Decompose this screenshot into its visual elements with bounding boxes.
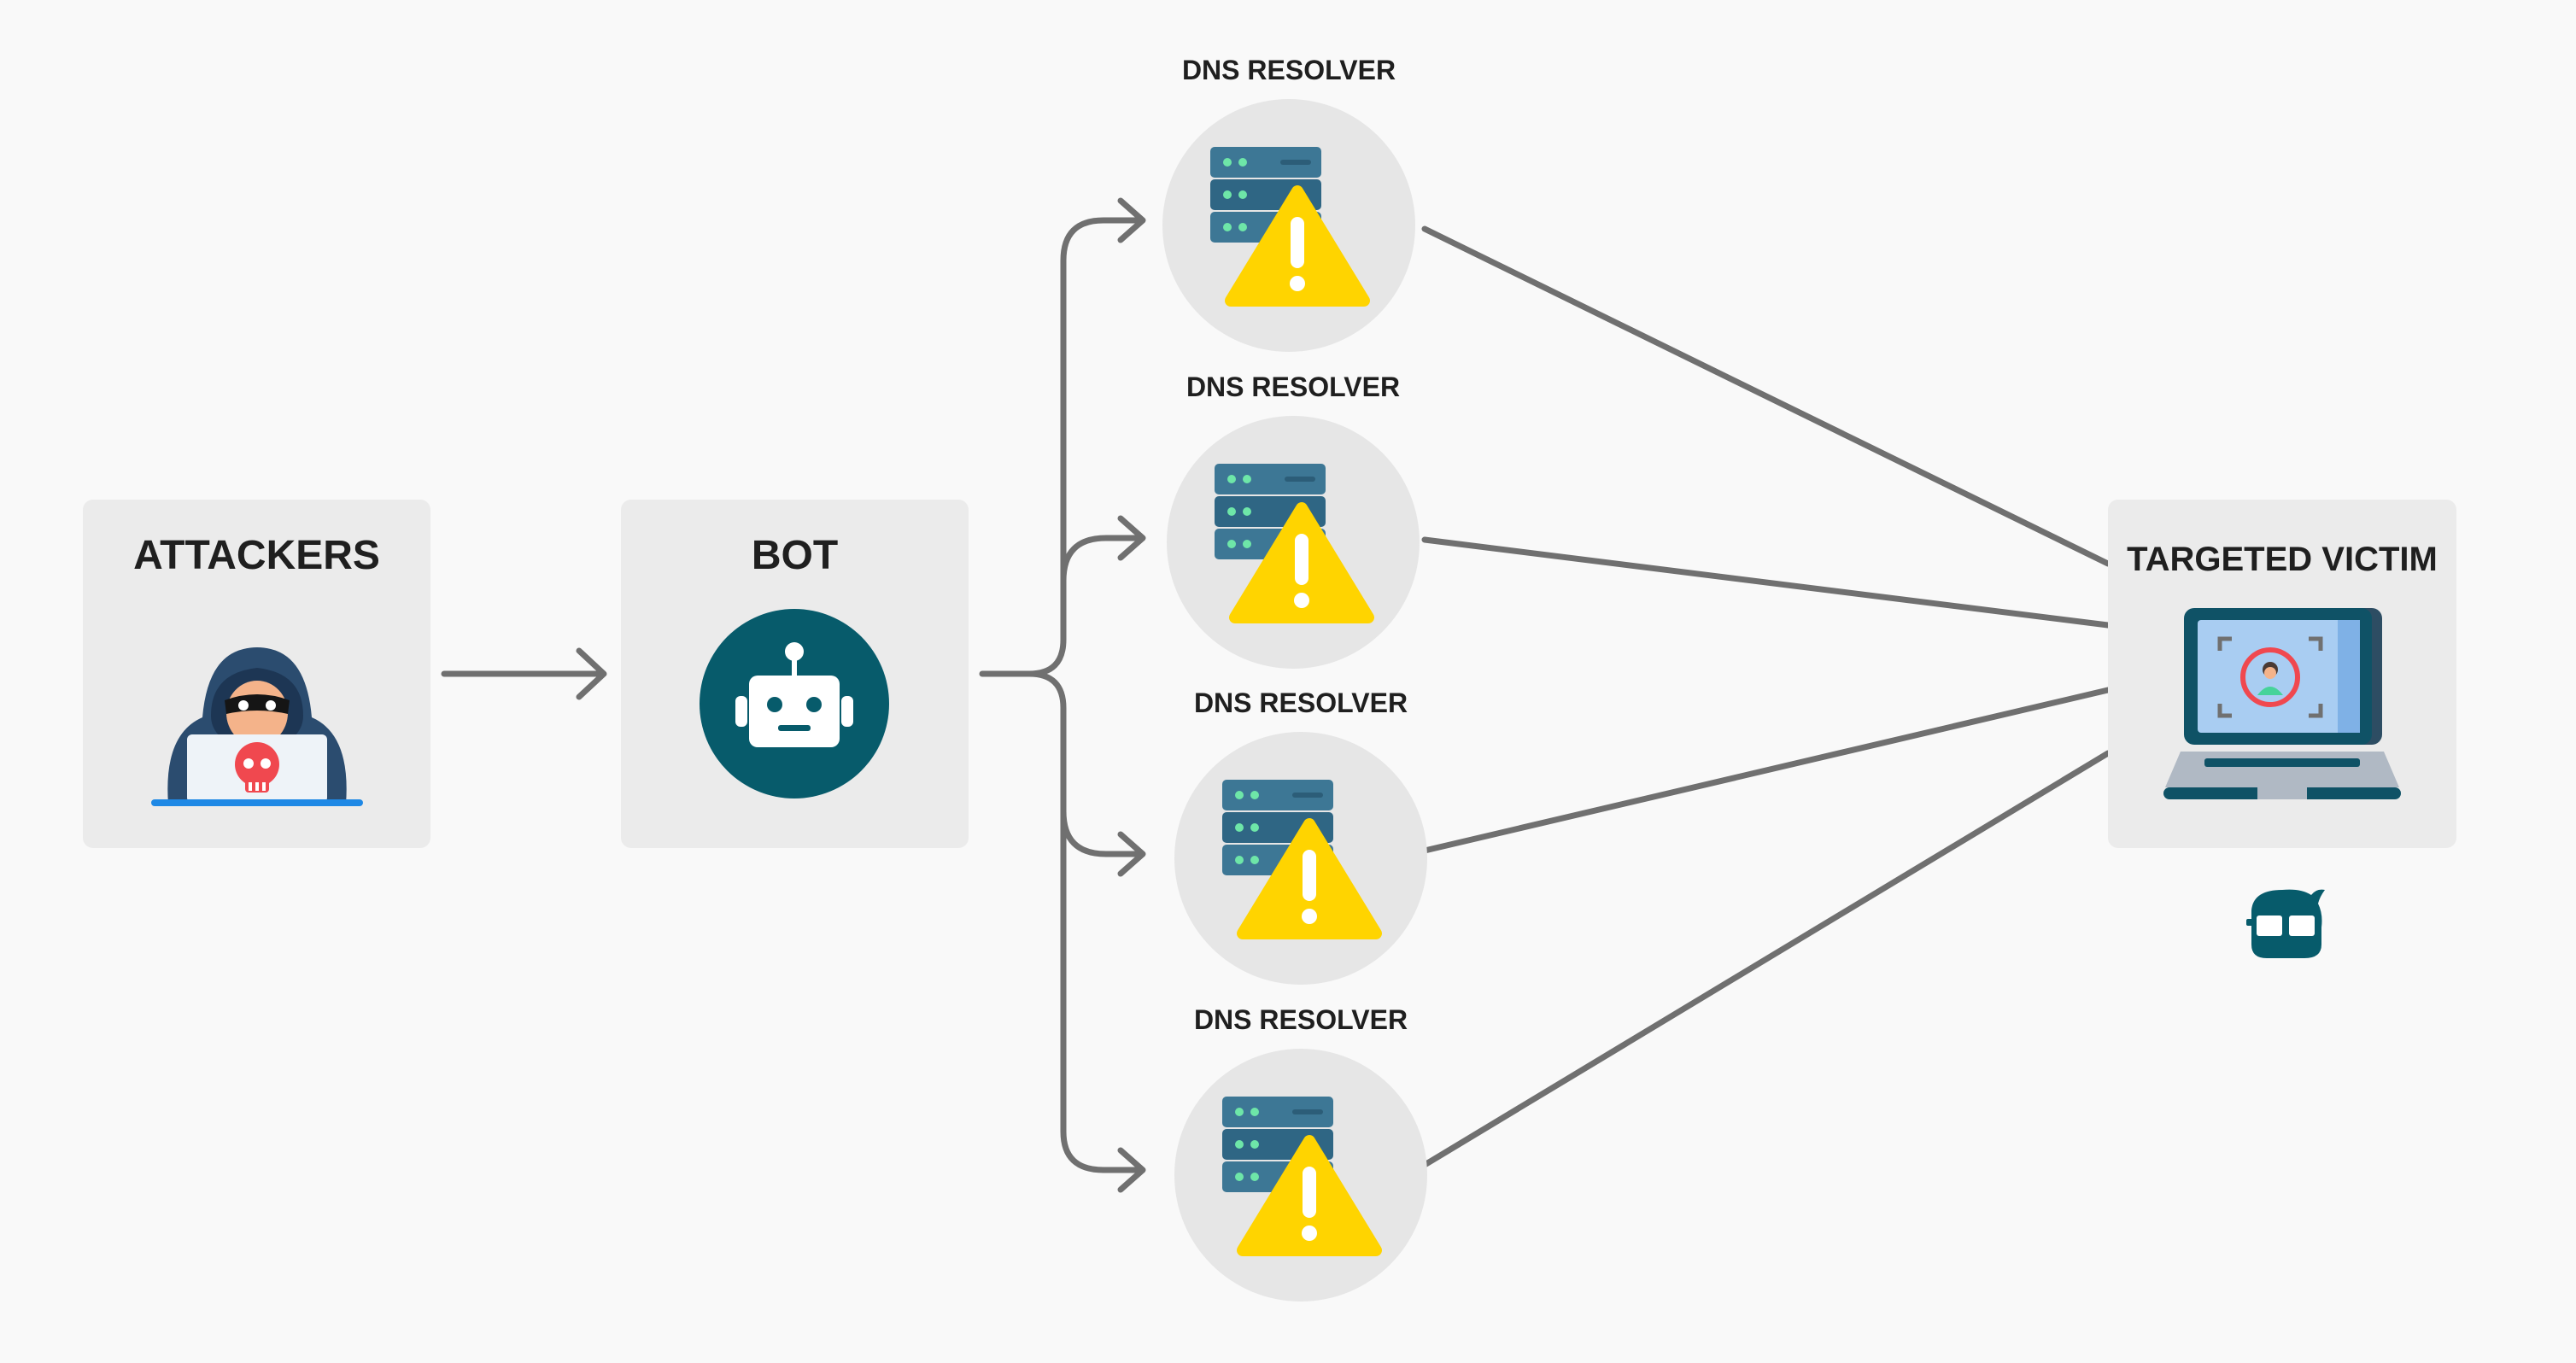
server-warning-icon: [1162, 99, 1415, 352]
dns-resolver-4: DNS RESOLVER: [1168, 1003, 1433, 1303]
line-resolver-1-to-victim: [1421, 225, 2111, 567]
targeted-victim-card: TARGETED VICTIM: [2108, 500, 2456, 848]
arrow-bot-to-resolver-4-head: [1117, 1147, 1146, 1193]
server-warning-icon: [1174, 1049, 1427, 1302]
arrow-bot-trunk: [979, 217, 1144, 677]
attackers-title: ATTACKERS: [133, 533, 380, 578]
dns-resolver-label: DNS RESOLVER: [1193, 687, 1408, 718]
bot-title: BOT: [751, 533, 839, 578]
dns-resolver-2: DNS RESOLVER: [1161, 370, 1426, 670]
line-resolver-3-to-victim: [1421, 687, 2111, 854]
hooded-hacker-icon: [151, 647, 363, 806]
dns-resolver-3: DNS RESOLVER: [1168, 686, 1433, 986]
dns-resolver-1: DNS RESOLVER: [1156, 53, 1421, 354]
nerd-glasses-logo: [2246, 889, 2325, 958]
line-resolver-2-to-victim: [1421, 536, 2111, 629]
targeted-victim-title: TARGETED VICTIM: [2127, 541, 2438, 578]
arrow-bot-trunk-lower: [1026, 670, 1144, 1173]
arrow-bot-to-resolver-2: [1060, 535, 1144, 606]
arrow-bot-to-resolver-1-head: [1117, 197, 1146, 243]
robot-icon: [700, 609, 889, 798]
dns-resolver-label: DNS RESOLVER: [1193, 1004, 1408, 1035]
dns-resolver-label: DNS RESOLVER: [1181, 55, 1396, 85]
server-warning-icon: [1174, 732, 1427, 985]
bot-card: BOT: [621, 500, 969, 848]
arrow-bot-to-resolver-2-head: [1117, 515, 1146, 561]
line-resolver-4-to-victim: [1421, 750, 2111, 1168]
arrow-bot-to-resolver-3-head: [1117, 831, 1146, 877]
targeted-laptop-icon: [2163, 608, 2401, 799]
attackers-card: ATTACKERS: [83, 500, 430, 848]
server-warning-icon: [1167, 416, 1420, 669]
arrow-bot-to-resolver-3: [1060, 808, 1144, 857]
dns-resolver-label: DNS RESOLVER: [1186, 371, 1401, 402]
arrowhead-attackers-to-bot: [576, 647, 607, 700]
